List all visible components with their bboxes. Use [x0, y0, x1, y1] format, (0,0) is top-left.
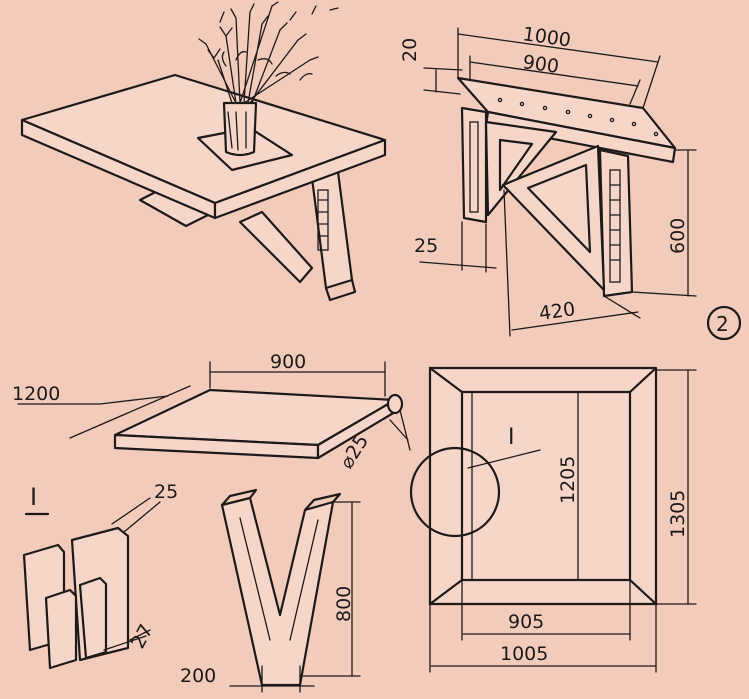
dim-v-width: 200 [180, 665, 216, 687]
dim-leg-thickness: 25 [414, 235, 438, 257]
frame-callout-label: I [508, 425, 515, 450]
dim-depth: 420 [538, 298, 577, 325]
view-detail-i: I 25 27 [22, 481, 178, 670]
dim-detail-thickness: 25 [154, 481, 178, 503]
dim-top-thickness: 20 [399, 38, 421, 62]
figure-number-circle [706, 305, 742, 341]
figure-number: 2 [716, 312, 729, 336]
view-v-support: 800 200 [180, 488, 361, 693]
detail-label: I [30, 483, 37, 511]
dim-frame-outer-width: 1005 [500, 643, 548, 665]
dim-frame-inner-width: 905 [508, 611, 544, 633]
dim-tabletop-width: 1200 [12, 383, 60, 405]
view-frame: I 1205 1305 905 1005 [409, 366, 697, 673]
dim-frame-outer-height: 1305 [667, 490, 689, 538]
dim-v-height: 800 [333, 586, 355, 622]
view-tabletop: 900 1200 ⌀25 [12, 351, 411, 473]
dim-height: 600 [667, 218, 689, 254]
dim-overall-width: 1000 [521, 23, 572, 52]
dim-detail-width: 27 [127, 621, 158, 653]
dim-frame-inner-height: 1205 [557, 456, 579, 504]
dim-bracket-width: 900 [521, 51, 560, 78]
view-bracket-assembly: 20 1000 900 25 600 420 2 [399, 23, 742, 341]
dim-tabletop-length: 900 [270, 351, 306, 373]
detail-callout-circle [409, 446, 501, 538]
view-folding-table-isometric [20, 1, 387, 302]
